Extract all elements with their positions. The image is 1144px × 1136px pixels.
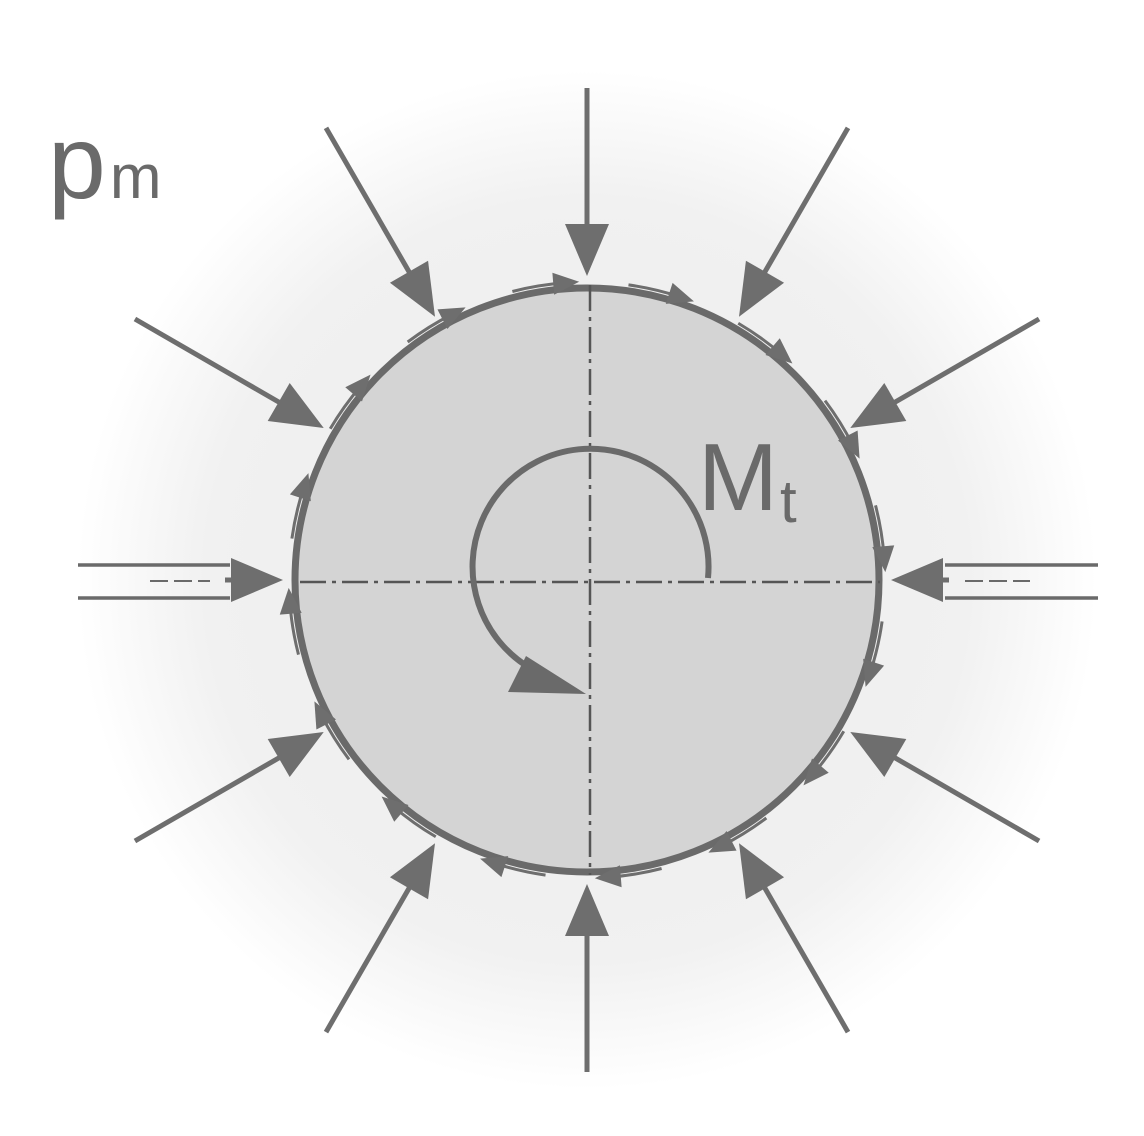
tangential-arrowhead [314, 701, 337, 730]
tangential-shear-arrow [708, 816, 768, 853]
radial-pressure-arrow [133, 732, 324, 844]
tangential-arrowhead [381, 796, 409, 822]
radial-arrow-shaft [323, 126, 418, 284]
tangential-arrowhead [552, 272, 580, 295]
tangential-shear-arrow [406, 307, 466, 344]
tangential-arrowhead [765, 338, 793, 364]
tangential-arrowhead [863, 658, 885, 687]
tangential-arrowhead [872, 545, 895, 573]
radial-arrowhead [565, 224, 609, 276]
tangential-arrowhead [803, 758, 829, 786]
tangential-shear-arrow [863, 621, 885, 687]
radial-arrowhead [389, 260, 435, 317]
radial-pressure-arrow [225, 558, 283, 602]
pressure-label: pm [48, 105, 162, 221]
radial-pressure-arrow [850, 316, 1041, 428]
radial-arrowhead [891, 558, 943, 602]
torque-label: Mt [698, 424, 797, 535]
radial-arrow-shaft [323, 876, 418, 1034]
tangential-arrowhead [345, 374, 371, 402]
tangential-shear-arrow [594, 865, 662, 888]
radial-arrow-shaft [756, 876, 851, 1034]
tangential-shear-arrow [872, 505, 895, 573]
radial-arrow-shaft [133, 316, 291, 411]
radial-pressure-arrow [323, 126, 435, 317]
radial-pressure-arrow [739, 126, 851, 317]
radial-arrow-shaft [133, 749, 291, 844]
tangential-shear-arrow [328, 374, 371, 430]
radial-pressure-arrow [133, 316, 324, 428]
tangential-arrowhead [437, 307, 466, 330]
radial-arrowhead [267, 382, 324, 428]
tangential-shear-arrow [289, 473, 311, 539]
radial-arrow-shaft [883, 316, 1041, 411]
tangential-arrowhead [279, 587, 302, 615]
tangential-shear-arrow [512, 272, 580, 295]
radial-arrowhead [565, 884, 609, 936]
radial-arrowhead [850, 732, 907, 778]
torque-arrowhead [508, 656, 586, 694]
radial-pressure-arrow [891, 558, 949, 602]
tangential-shear-arrow [381, 796, 437, 839]
tangential-arrowhead [665, 282, 694, 304]
radial-arrow-shaft [756, 126, 851, 284]
radial-arrowhead [739, 260, 785, 317]
torque-moment-arrow [469, 445, 712, 694]
right-shaft-extension [945, 563, 1098, 600]
radial-pressure-arrow [323, 843, 435, 1034]
radial-pressure-arrow [565, 884, 609, 1072]
left-shaft-extension [78, 563, 230, 600]
radial-pressure-arrows [133, 88, 1041, 1072]
radial-arrowhead [231, 558, 283, 602]
radial-arrowhead [739, 843, 785, 900]
radial-pressure-arrow [565, 88, 609, 276]
tangential-arrowhead [480, 856, 509, 878]
tangential-shear-arrow [737, 321, 793, 364]
tangential-shear-arrow [480, 856, 546, 878]
tangential-shear-arrow [628, 282, 694, 304]
tangential-arrowhead [708, 830, 737, 853]
radial-pressure-arrow [739, 843, 851, 1034]
radial-arrow-shaft [883, 749, 1041, 844]
tangential-arrowhead [837, 430, 860, 459]
tangential-shear-arrow [314, 701, 351, 761]
radial-pressure-arrow [850, 732, 1041, 844]
tangential-shear-arrow [279, 587, 302, 655]
tangential-shear-arrows [279, 272, 895, 888]
tangential-arrowhead [594, 865, 622, 888]
radial-arrowhead [389, 843, 435, 900]
torque-arc [469, 445, 712, 671]
tangential-shear-arrow [803, 730, 846, 786]
radial-arrowhead [267, 732, 324, 778]
shaft-cross-section [291, 284, 883, 876]
tangential-arrowhead [289, 473, 311, 502]
radial-arrowhead [850, 382, 907, 428]
tangential-shear-arrow [823, 399, 860, 459]
